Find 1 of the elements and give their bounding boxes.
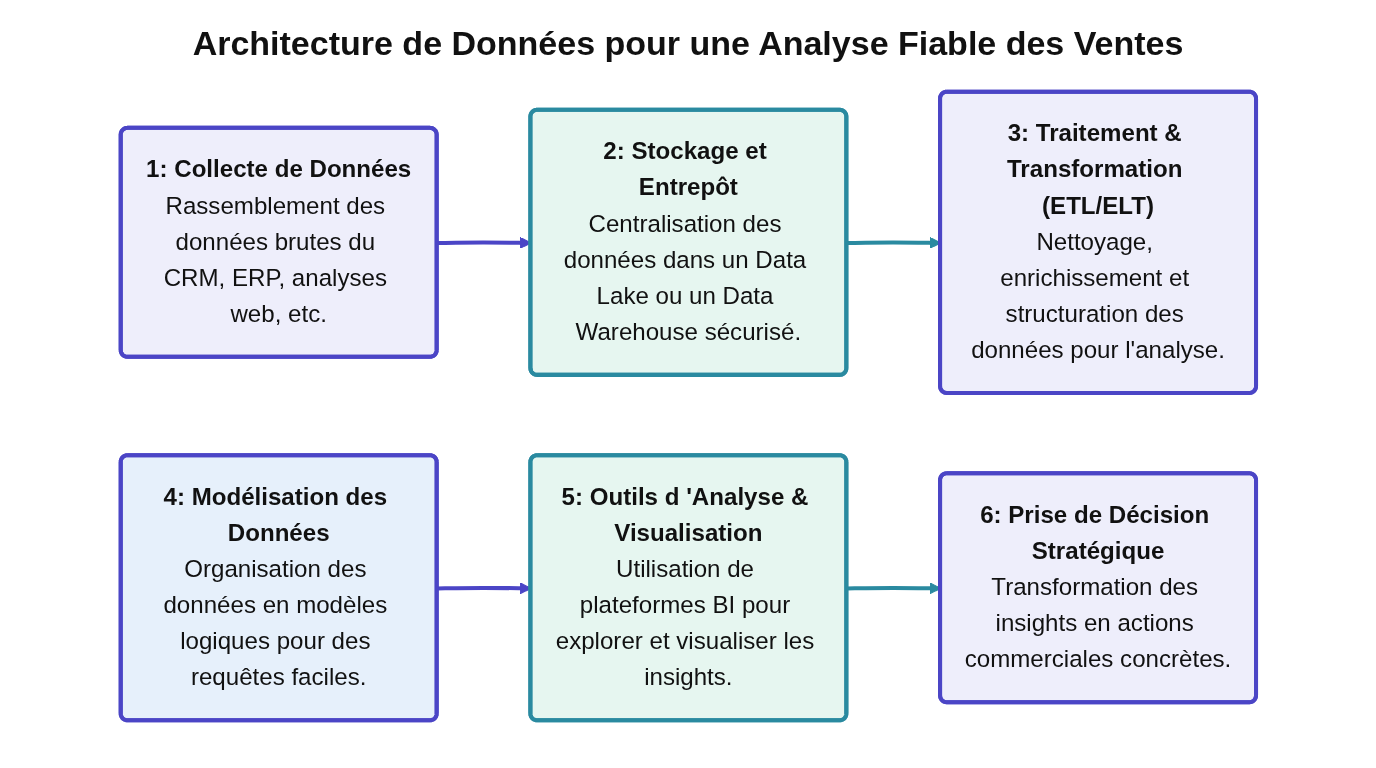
title: Architecture de Données pour une Analyse Fiable des Ventes (191, 23, 1185, 64)
